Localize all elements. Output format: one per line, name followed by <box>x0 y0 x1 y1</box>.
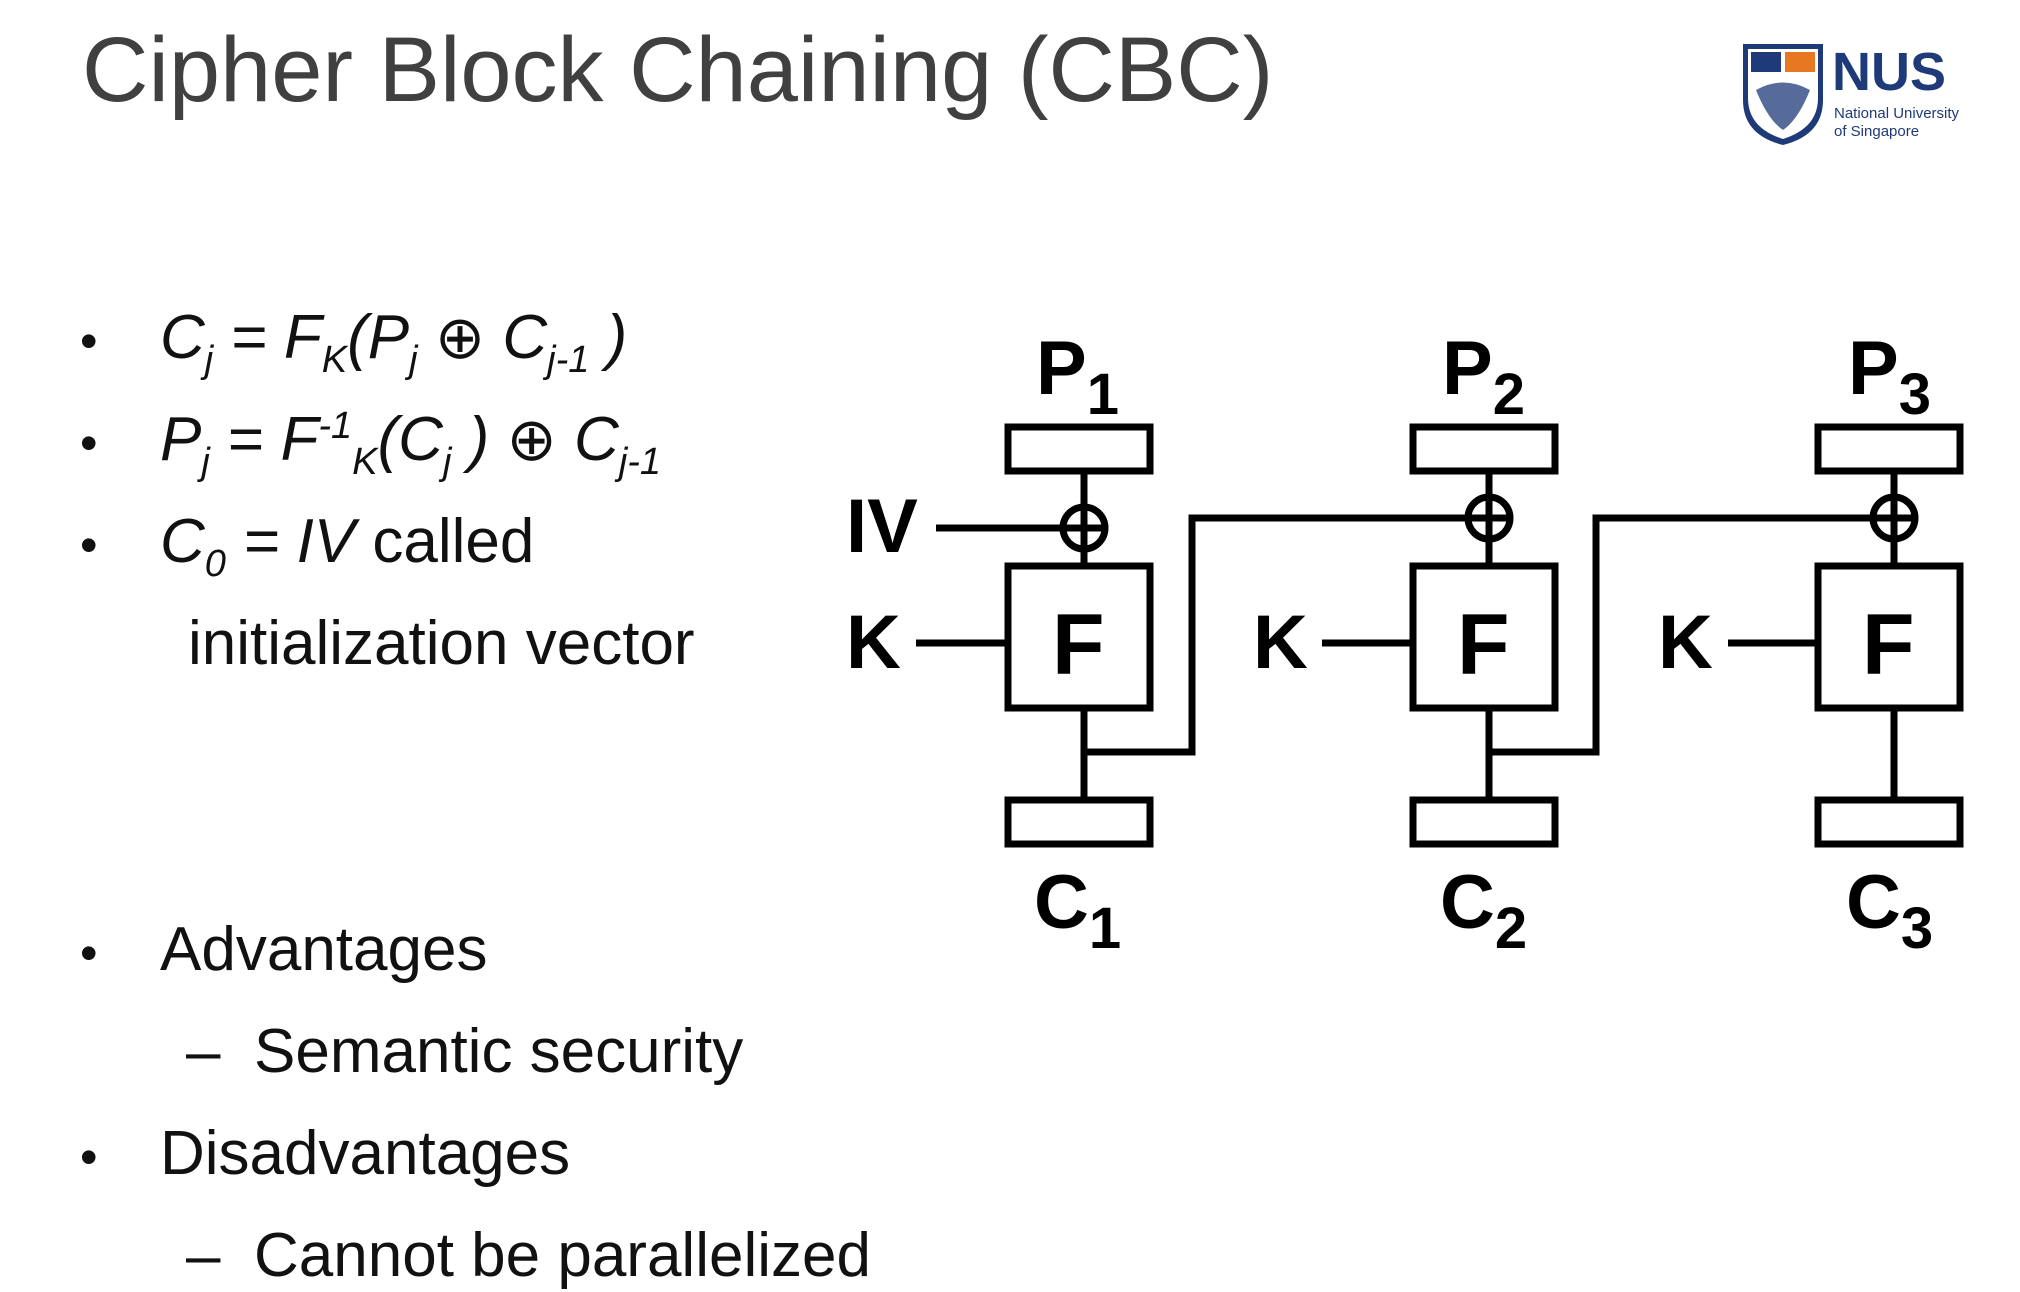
dash-marker: – <box>186 1221 221 1290</box>
formula-superscript: -1 <box>318 405 353 447</box>
plaintext-box-3 <box>1814 423 1964 475</box>
nus-crest-icon <box>1743 44 1823 145</box>
ciphertext-label-3: C3 <box>1846 860 1933 961</box>
formula-iv-continued: initialization vector <box>188 609 695 678</box>
key-label-3: K <box>1658 600 1713 685</box>
formula-subscript: j-1 <box>547 339 590 381</box>
plaintext-label-3: P3 <box>1848 326 1931 427</box>
function-box-2 <box>1409 562 1559 712</box>
formula-subscript: 0 <box>204 543 226 585</box>
formula-term: C <box>398 405 443 474</box>
formula-term: = IV <box>225 507 356 576</box>
nus-logo-line1: National University <box>1834 105 1960 122</box>
xor-symbol: ⊕ <box>506 406 557 473</box>
plaintext-label-1: P1 <box>1036 326 1119 427</box>
ciphertext-box-3 <box>1814 796 1964 848</box>
formula-paren: ( <box>377 405 399 474</box>
formula-subscript: j-1 <box>618 441 662 483</box>
disadvantages-heading: Disadvantages <box>160 1119 571 1188</box>
function-label-3: F <box>1862 597 1915 693</box>
bullet-marker: • <box>80 517 98 573</box>
nus-logo: NUS National University of Singapore <box>1743 42 1960 145</box>
plaintext-label-2: P2 <box>1442 326 1525 427</box>
formula-encrypt: Cj = FK(Pj ⊕ Cj-1 ) <box>160 302 627 382</box>
function-label-1: F <box>1052 597 1105 693</box>
formula-subscript: K <box>321 339 348 381</box>
function-box-3 <box>1814 562 1964 712</box>
xor-symbol: ⊕ <box>434 304 486 371</box>
bullet-marker: • <box>80 1129 98 1185</box>
formula-operator: = <box>213 303 284 372</box>
formula-paren: ( <box>347 303 368 372</box>
disadvantage-item: Cannot be parallelized <box>254 1221 871 1290</box>
function-box-1 <box>1004 562 1154 712</box>
bullet-marker: • <box>80 415 98 471</box>
formula-subscript: j <box>409 339 418 381</box>
advantage-item: Semantic security <box>254 1017 744 1086</box>
nus-logo-name: NUS <box>1832 42 1946 102</box>
formula-text: called <box>355 507 535 576</box>
formula-paren: ) <box>451 405 490 474</box>
function-label-2: F <box>1457 597 1510 693</box>
formula-term: C <box>502 303 548 372</box>
formula-term: C <box>574 405 619 474</box>
key-label-1: K <box>846 600 901 685</box>
formula-decrypt: Pj = F-1K(Cj ) ⊕ Cj-1 <box>160 404 661 484</box>
formula-term: F <box>280 405 319 474</box>
formula-subscript: j <box>204 339 214 381</box>
formula-term: P <box>160 405 202 474</box>
chain-line-2 <box>1489 514 1885 756</box>
formula-subscript: j <box>442 441 452 483</box>
formula-term: P <box>367 303 410 372</box>
formula-term: F <box>283 303 322 372</box>
slide-title: Cipher Block Chaining (CBC) <box>82 19 1274 121</box>
formula-term: C <box>160 507 205 576</box>
ciphertext-label-2: C2 <box>1440 860 1527 961</box>
plaintext-box-1 <box>1004 423 1154 475</box>
advantages-heading: Advantages <box>160 915 488 984</box>
chain-line-1 <box>1084 514 1480 756</box>
formula-term: C <box>160 303 205 372</box>
formula-subscript: j <box>201 441 210 483</box>
formula-subscript: K <box>352 441 378 483</box>
formula-paren: ) <box>589 303 628 372</box>
key-label-2: K <box>1253 600 1308 685</box>
formula-iv: C0 = IV called <box>160 506 534 586</box>
iv-label: IV <box>846 484 918 569</box>
ciphertext-box-1 <box>1004 796 1154 848</box>
nus-logo-line2: of Singapore <box>1834 123 1919 140</box>
formula-operator: = <box>209 405 281 474</box>
bullet-marker: • <box>80 925 98 981</box>
ciphertext-box-2 <box>1409 796 1559 848</box>
bullet-marker: • <box>80 313 98 369</box>
dash-marker: – <box>186 1017 221 1086</box>
plaintext-box-2 <box>1409 423 1559 475</box>
ciphertext-label-1: C1 <box>1034 860 1121 961</box>
